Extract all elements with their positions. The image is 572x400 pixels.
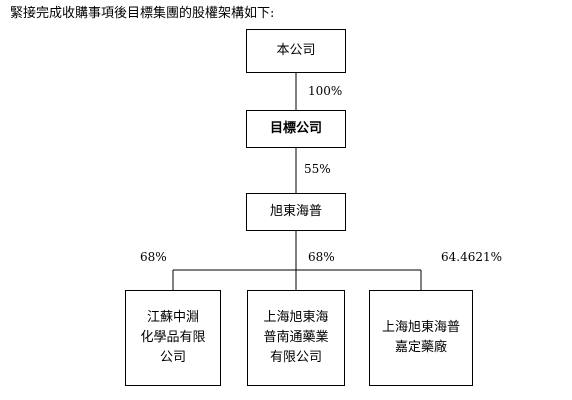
node-xudong-label: 旭東海普: [269, 204, 322, 219]
node-nantong-label: 上海旭東海 普南通藥業 有限公司: [263, 310, 329, 365]
node-target: 目標公司: [246, 110, 346, 148]
node-company: 本公司: [246, 29, 346, 73]
pct-xudong-jiading: 64.4621%: [441, 250, 503, 264]
pct-xudong-jiangsu: 68%: [140, 250, 167, 264]
pct-xudong-nantong: 68%: [308, 250, 335, 264]
node-jiangsu-label: 江蘇中淵 化學品有限 公司: [140, 310, 206, 365]
intro-text: 緊接完成收購事項後目標集團的股權架構如下:: [10, 6, 275, 21]
node-jiading-label: 上海旭東海普 嘉定藥廠: [381, 320, 460, 355]
node-jiangsu: 江蘇中淵 化學品有限 公司: [125, 290, 221, 386]
node-target-label: 目標公司: [269, 121, 322, 136]
node-jiading: 上海旭東海普 嘉定藥廠: [369, 290, 473, 386]
node-company-label: 本公司: [276, 43, 316, 58]
pct-company-target: 100%: [308, 84, 343, 98]
pct-target-xudong: 55%: [304, 162, 331, 176]
node-nantong: 上海旭東海 普南通藥業 有限公司: [247, 290, 345, 386]
node-xudong: 旭東海普: [246, 193, 346, 231]
